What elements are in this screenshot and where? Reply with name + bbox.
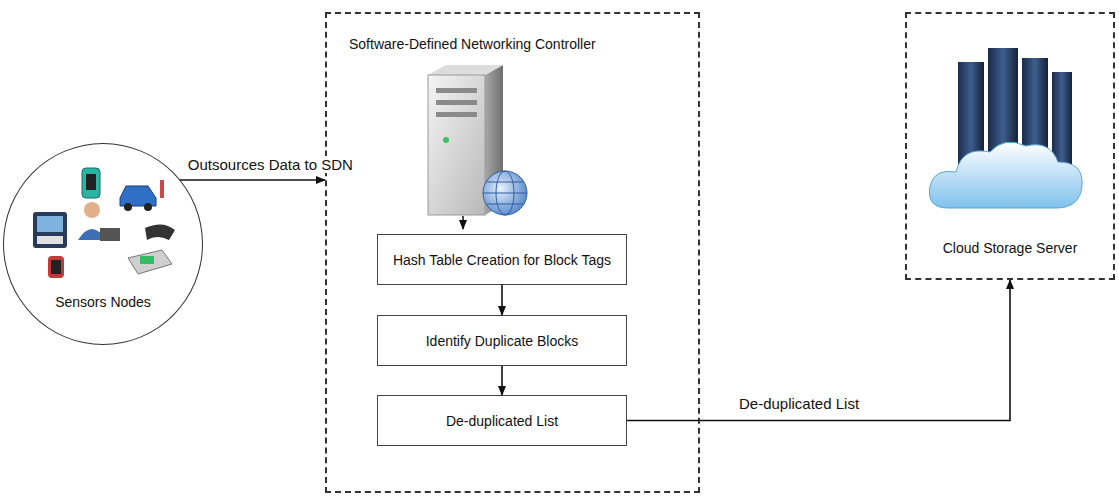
edge-label: De-duplicated List xyxy=(737,395,861,412)
server-icon xyxy=(428,65,527,229)
process-label: Identify Duplicate Blocks xyxy=(426,333,579,349)
flow-arrow xyxy=(180,179,325,181)
process-label: De-duplicated List xyxy=(446,413,558,429)
edge-label: Outsources Data to SDN xyxy=(186,156,355,173)
process-label: Hash Table Creation for Block Tags xyxy=(393,252,611,268)
process-box: Hash Table Creation for Block Tags xyxy=(377,234,627,285)
cloud-storage-icon xyxy=(929,48,1082,208)
process-box: Identify Duplicate Blocks xyxy=(377,315,627,366)
sensor-icons xyxy=(33,168,175,278)
region-label: Software-Defined Networking Controller xyxy=(349,36,596,52)
process-box: De-duplicated List xyxy=(377,395,627,446)
sensor-circle: Sensors Nodes xyxy=(3,143,203,345)
sdn-controller-region: Software-Defined Networking ControllerHa… xyxy=(325,12,700,493)
region-label: Sensors Nodes xyxy=(4,294,202,310)
flow-arrow xyxy=(501,366,503,395)
flow-arrow xyxy=(501,285,503,315)
cloud-storage-region: Cloud Storage Server xyxy=(905,12,1115,280)
region-label: Cloud Storage Server xyxy=(907,240,1113,256)
flow-arrow xyxy=(627,280,1010,421)
